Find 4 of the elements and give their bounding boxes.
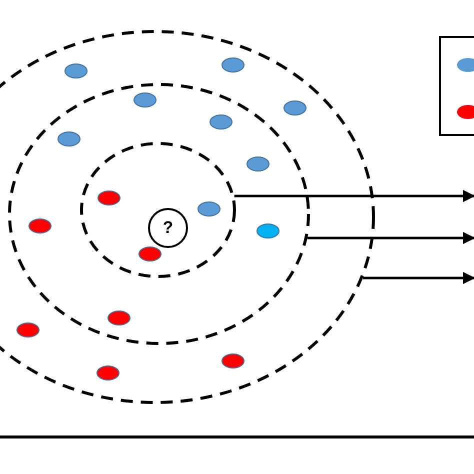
arrow [307,232,474,244]
arrow [362,272,474,284]
query-circle: ? [148,208,188,248]
arrow [234,190,474,202]
